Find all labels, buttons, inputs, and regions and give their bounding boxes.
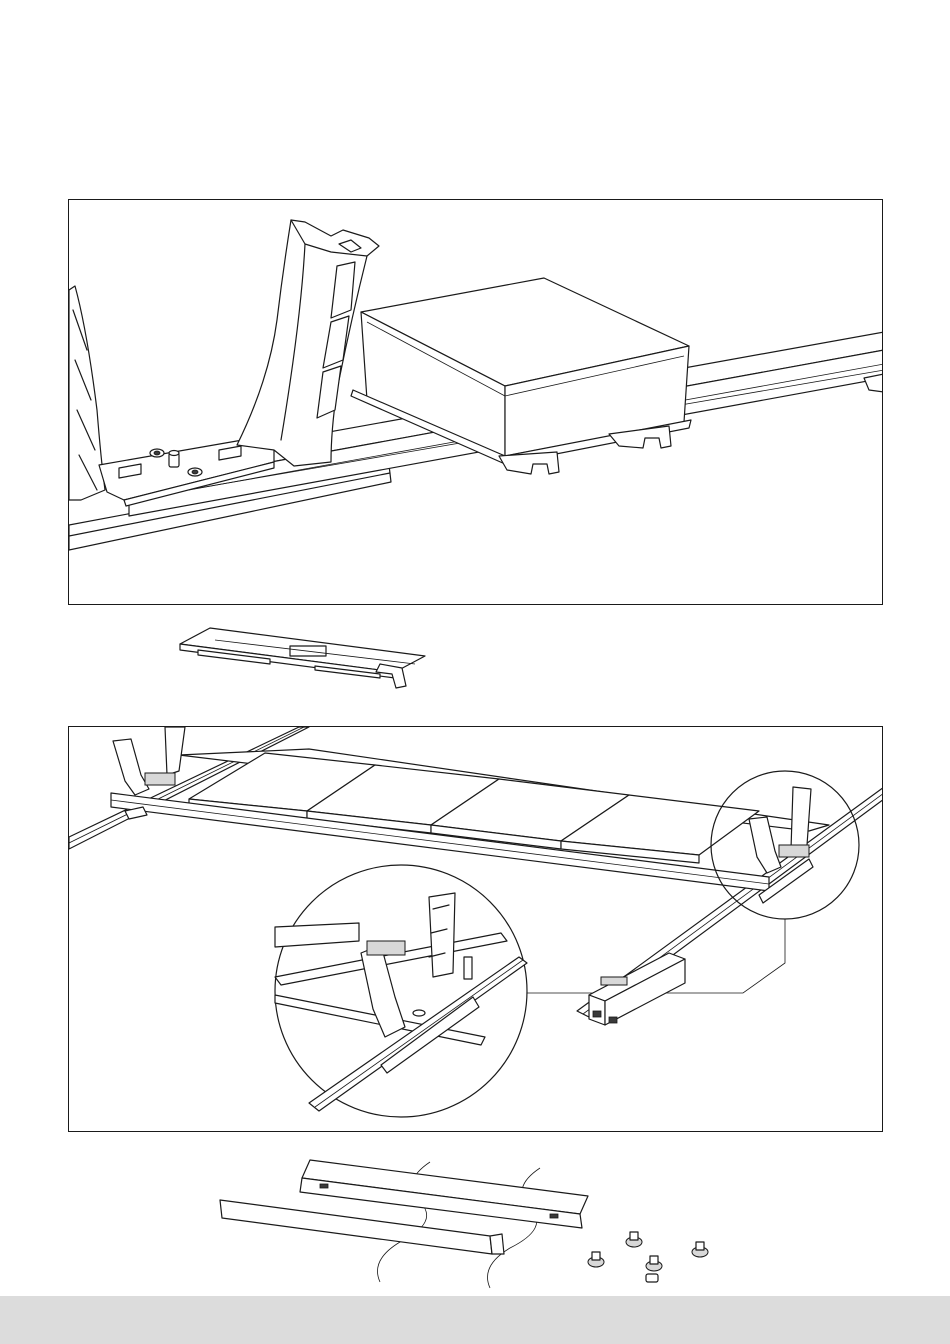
bottom-illustration-panel — [68, 726, 883, 1132]
fasteners — [588, 1232, 708, 1282]
footer-band — [0, 1296, 950, 1344]
slide-rail-with-cushion-drawing — [69, 200, 883, 605]
rail-connector-part-drawing — [170, 620, 440, 700]
rail-assembly-with-detail-view-drawing — [69, 727, 883, 1132]
angle-profiles-and-screws-drawing — [210, 1150, 730, 1290]
top-illustration-panel — [68, 199, 883, 605]
